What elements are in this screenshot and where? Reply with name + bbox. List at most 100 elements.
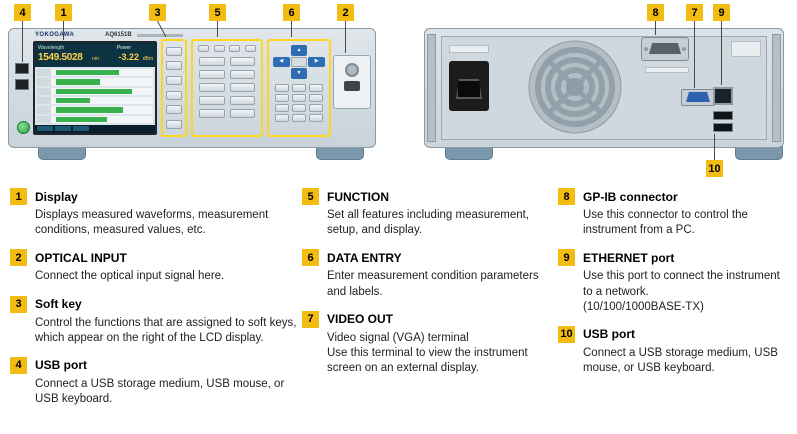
usb-port-icon [15,63,29,74]
function-key [229,83,255,92]
function-key [229,70,255,79]
menu-chip [55,126,71,131]
callout-badge-8: 8 [647,4,664,21]
keypad-key [275,114,289,122]
keypad-key [309,94,323,102]
front-panel-illustration: YOKOGAWA AQ6151B Wavelength 1549.5028 nm… [8,28,376,148]
soft-key-button [166,46,182,56]
function-key-group [191,39,263,137]
function-key [199,70,225,79]
keypad-key [309,104,323,112]
power-inlet [449,61,489,111]
front-usb-ports [15,63,31,95]
callout-number: 2 [10,249,27,267]
wavelength-value: 1549.5028 [38,52,83,63]
callout-badge-6: 6 [283,4,300,21]
description-item: 1 Display Displays measured waveforms, m… [10,188,302,238]
description-item: 8 GP-IB connector Use this connector to … [558,188,790,238]
usb-port-icon [713,111,733,120]
description-text: Set all features including measurement, … [327,209,529,237]
arrow-keys [273,45,325,79]
optical-connector-ring [345,63,359,77]
screen-row [37,69,153,77]
power-socket [456,79,482,99]
optical-connector-slot [344,81,360,91]
screw-icon [644,47,648,51]
callout-number: 1 [10,188,27,205]
callout-number: 9 [558,249,575,267]
description-title: VIDEO OUT [327,312,394,327]
soft-key-group [161,39,187,137]
screen-row [37,115,153,124]
keypad-key [309,114,323,122]
description-item: 6 DATA ENTRY Enter measurement condition… [302,249,558,299]
optical-input-connector [333,55,371,109]
description-text: Connect a USB storage medium, USB mouse,… [583,346,778,375]
description-text: Use this port to connect the instrument … [583,270,780,313]
keypad-key [292,114,306,122]
ethernet-port [713,87,733,105]
description-text: Enter measurement condition parameters a… [327,270,539,298]
description-column-3: 8 GP-IB connector Use this connector to … [558,188,790,407]
menu-chip [73,126,89,131]
soft-key-button [166,105,182,115]
soft-key-button [166,90,182,100]
rear-panel-label [731,41,761,57]
screen-header: Wavelength 1549.5028 nm Power -3.22 dBm [35,43,155,67]
description-title: Soft key [35,297,82,312]
cooling-fan [527,39,623,135]
description-text: Control the functions that are assigned … [35,316,297,344]
wavelength-label: Wavelength [38,45,65,51]
description-title: Display [35,189,78,204]
wavelength-unit: nm [92,56,99,62]
rear-panel-label [449,45,489,53]
power-button [17,121,30,134]
screen-menu-bar [35,125,155,133]
brand-logo: YOKOGAWA [35,32,75,38]
description-text: Connect a USB storage medium, USB mouse,… [35,377,285,406]
function-key-grid [193,52,261,123]
function-key [229,45,241,52]
arrow-up-key [290,45,308,56]
description-item: 10 USB port Connect a USB storage medium… [558,325,790,376]
rear-side-bracket [427,34,436,142]
measurement-bar [55,107,123,113]
arrow-right-key [308,56,325,68]
description-title: FUNCTION [327,189,389,204]
screw-icon [682,47,686,51]
rear-panel-label [645,67,689,73]
gpib-connector [641,37,689,61]
vga-slot [686,92,710,102]
model-subtitle-bar [137,34,183,37]
keypad-key [292,84,306,92]
screen-rows [35,67,155,125]
description-text: Video signal (VGA) terminal Use this ter… [327,331,528,375]
arrow-left-key [273,56,290,68]
lcd-display: Wavelength 1549.5028 nm Power -3.22 dBm [33,41,157,135]
keypad-key [292,104,306,112]
function-key [229,57,255,66]
data-entry-group [267,39,331,137]
callout-number: 6 [302,249,319,267]
keypad-key [292,94,306,102]
measurement-bar [55,88,133,94]
description-text: Displays measured waveforms, measurement… [35,209,269,237]
arrow-down-key [290,68,308,79]
callout-badge-2: 2 [337,4,354,21]
screen-row [37,96,153,105]
function-key [244,45,256,52]
vga-connector [681,89,715,106]
description-title: GP-IB connector [583,189,678,204]
description-column-1: 1 Display Displays measured waveforms, m… [10,188,302,407]
power-label: Power [116,45,131,51]
function-key [199,83,225,92]
callout-number: 10 [558,325,575,343]
model-label: AQ6151B [105,32,132,38]
description-item: 2 OPTICAL INPUT Connect the optical inpu… [10,249,302,284]
function-key [198,45,209,52]
description-title: USB port [35,358,87,373]
power-unit: dBm [142,56,153,62]
description-item: 7 VIDEO OUT Video signal (VGA) terminal … [302,310,558,377]
power-value: -3.22 [118,52,139,62]
description-section: 1 Display Displays measured waveforms, m… [10,188,790,407]
